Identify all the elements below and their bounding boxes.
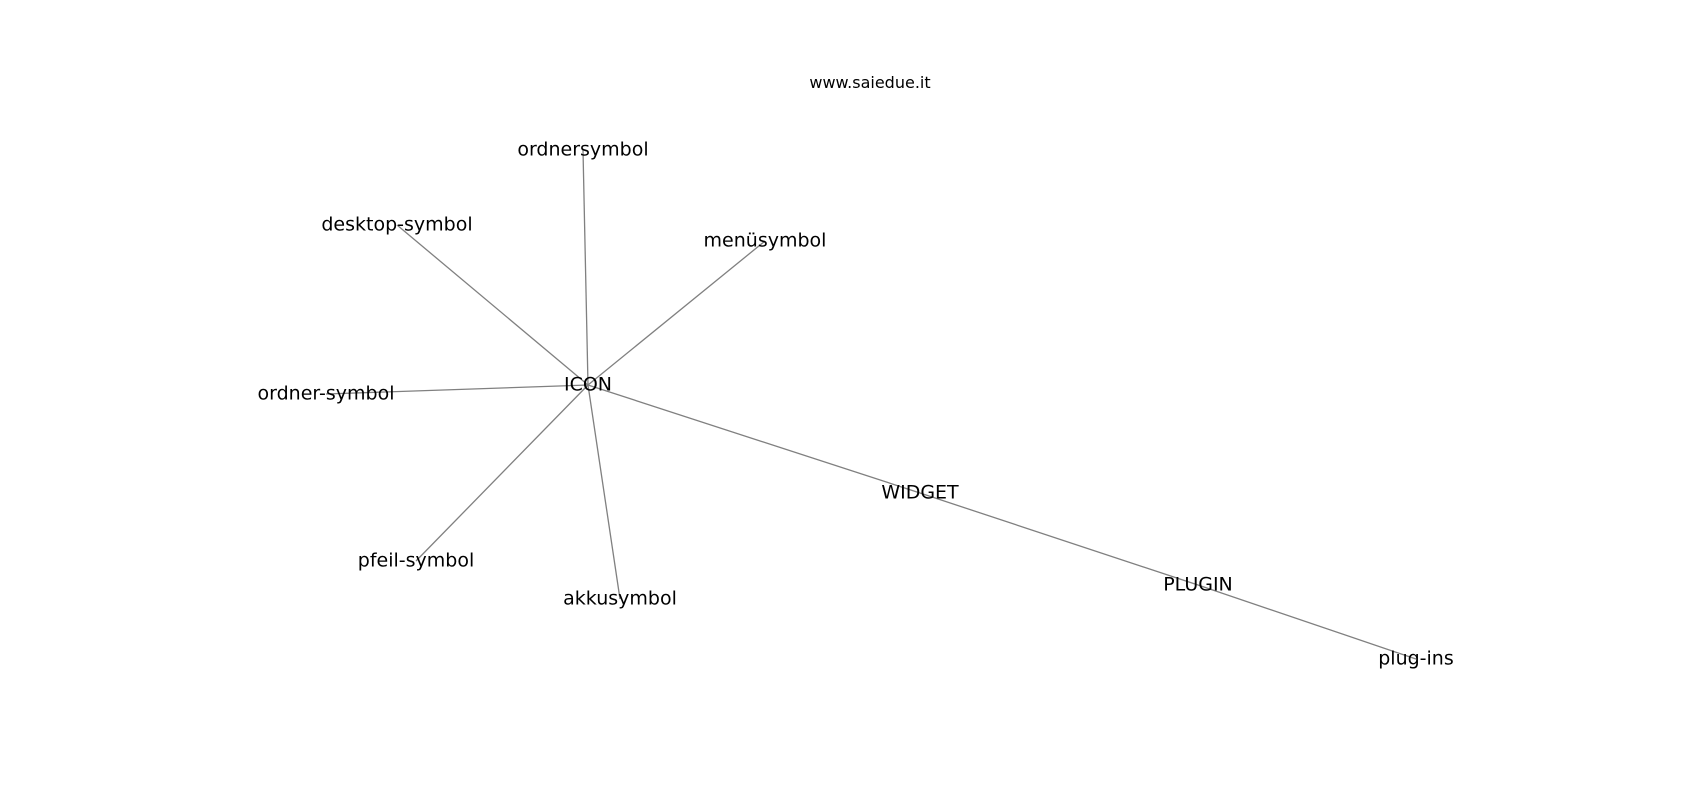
edge-icon-akkusymbol — [587, 384, 621, 600]
node-label-pfeil-symbol: pfeil-symbol — [358, 550, 474, 572]
node-label-widget: WIDGET — [881, 482, 959, 504]
graph-edges — [325, 149, 1417, 660]
node-label-ordnersymbol: ordnersymbol — [517, 139, 648, 161]
node-label-plugin: PLUGIN — [1163, 574, 1233, 596]
edge-icon-widget — [587, 384, 921, 494]
node-label-akkusymbol: akkusymbol — [563, 588, 677, 610]
graph-nodes: ICON ordnersymbol desktop-symbol menüsymbol… — [258, 139, 1454, 670]
edge-icon-pfeil-symbol — [415, 384, 589, 562]
edge-widget-plugin — [919, 492, 1199, 586]
edge-plugin-plug-ins — [1197, 584, 1417, 660]
node-label-icon: ICON — [564, 374, 612, 396]
watermark-text: www.saiedue.it — [809, 73, 930, 92]
edge-icon-ordner-symbol — [325, 384, 589, 395]
edge-icon-desktop-symbol — [396, 224, 589, 386]
node-label-plug-ins: plug-ins — [1378, 648, 1454, 670]
edge-icon-menuesymbol — [587, 240, 766, 386]
node-label-ordner-symbol: ordner-symbol — [258, 383, 395, 405]
node-label-menuesymbol: menüsymbol — [704, 230, 827, 252]
node-label-desktop-symbol: desktop-symbol — [321, 214, 472, 236]
edge-icon-ordnersymbol — [582, 149, 589, 386]
